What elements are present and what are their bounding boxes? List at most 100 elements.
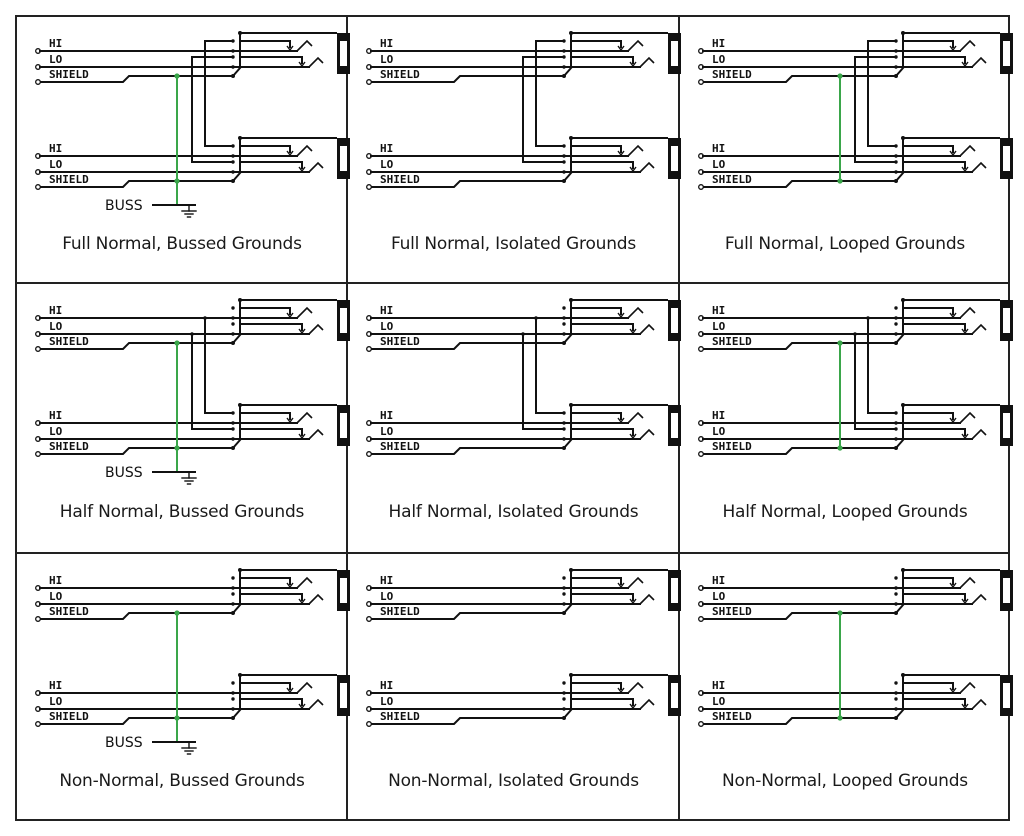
jack-socket-icon (340, 413, 347, 438)
contact-node (562, 707, 566, 711)
wire-label-hi: HI (712, 574, 725, 587)
contact-node (894, 576, 898, 580)
contact-node (894, 332, 898, 336)
wire-label-lo: LO (49, 158, 63, 171)
jack-socket-icon (671, 41, 678, 66)
wire-label-lo: LO (380, 53, 394, 66)
ground-junction (174, 73, 180, 79)
ring-spring-icon (308, 56, 324, 68)
hi-normal-wire (204, 318, 233, 414)
contact-node (894, 421, 898, 425)
jack-frame-node (901, 673, 905, 677)
wire-label-shield: SHIELD (49, 335, 89, 348)
shield-contact-node (894, 341, 898, 345)
wire-label-shield: SHIELD (712, 68, 752, 81)
wire-label-shield: SHIELD (380, 173, 420, 186)
wire-label-hi: HI (712, 679, 725, 692)
contact-node (562, 332, 566, 336)
terminal-shield-icon (698, 721, 704, 727)
wire-label-lo: LO (712, 695, 726, 708)
wire-label-shield: SHIELD (49, 710, 89, 723)
tip-arrow-icon (617, 45, 625, 52)
shield-wire (40, 717, 233, 725)
wire-label-hi: HI (380, 679, 393, 692)
panel-caption: Half Normal, Bussed Grounds (59, 502, 305, 522)
ring-spring-icon (639, 593, 655, 605)
ring-spring-icon (639, 698, 655, 710)
contact-node (562, 154, 566, 158)
wire-label-lo: LO (712, 425, 726, 438)
jack-frame-node (569, 136, 573, 140)
tip-spring-icon (296, 411, 313, 424)
tip-spring-icon (296, 39, 313, 52)
buss-label: BUSS (105, 735, 143, 751)
contact-node (562, 691, 566, 695)
ring-arrow-icon (298, 166, 306, 173)
tip-spring-icon (959, 681, 976, 694)
wire-label-shield: SHIELD (712, 710, 752, 723)
contact-node (894, 49, 898, 53)
ring-arrow-icon (629, 328, 637, 335)
ring-arrow-icon (298, 61, 306, 68)
jack-frame-node (569, 298, 573, 302)
ground-junction (837, 178, 843, 184)
shield-wire (703, 612, 896, 620)
shield-wire (40, 342, 233, 350)
wire-label-shield: SHIELD (49, 605, 89, 618)
tip-spring-icon (627, 144, 644, 157)
terminal-shield-icon (35, 346, 41, 352)
tip-arrow-icon (286, 687, 294, 694)
jack-frame-node (569, 403, 573, 407)
shield-contact-node (562, 611, 566, 615)
wire-label-shield: SHIELD (712, 440, 752, 453)
tip-spring-icon (296, 306, 313, 319)
wire-label-lo: LO (380, 320, 394, 333)
tip-spring-icon (627, 306, 644, 319)
wire-label-lo: LO (380, 590, 394, 603)
hi-normal-wire (204, 40, 233, 147)
contact-node (562, 576, 566, 580)
contact-node (894, 602, 898, 606)
contact-node (894, 697, 898, 701)
lo-normal-junction (521, 332, 525, 336)
tip-spring-icon (959, 576, 976, 589)
ground-junction (174, 715, 180, 721)
terminal-shield-icon (366, 616, 372, 622)
shield-contact-node (894, 179, 898, 183)
jack-socket-icon (1003, 413, 1010, 438)
wire-label-shield: SHIELD (712, 335, 752, 348)
contact-node (894, 306, 898, 310)
tip-spring-icon (296, 681, 313, 694)
shield-wire (371, 342, 564, 350)
contact-node (231, 707, 235, 711)
hi-normal-junction (203, 316, 207, 320)
jack-frame-node (238, 673, 242, 677)
jack-frame-node (901, 403, 905, 407)
shield-contact-node (562, 341, 566, 345)
jack-socket-icon (340, 683, 347, 708)
ring-spring-icon (971, 593, 987, 605)
panel-caption: Non-Normal, Bussed Grounds (59, 771, 305, 791)
hi-normal-wire (535, 318, 564, 414)
wire-label-hi: HI (380, 37, 393, 50)
terminal-shield-icon (698, 616, 704, 622)
ground-junction (837, 445, 843, 451)
ring-spring-icon (639, 323, 655, 335)
tip-arrow-icon (949, 312, 957, 319)
shield-wire (40, 75, 233, 83)
lo-normal-wire (191, 56, 233, 163)
panel-caption: Non-Normal, Looped Grounds (722, 771, 968, 791)
shield-contact-node (231, 446, 235, 450)
contact-node (231, 316, 235, 320)
contact-node (562, 49, 566, 53)
ring-arrow-icon (629, 61, 637, 68)
tip-spring-icon (959, 306, 976, 319)
ring-arrow-icon (961, 703, 969, 710)
hi-normal-junction (534, 316, 538, 320)
contact-node (231, 586, 235, 590)
